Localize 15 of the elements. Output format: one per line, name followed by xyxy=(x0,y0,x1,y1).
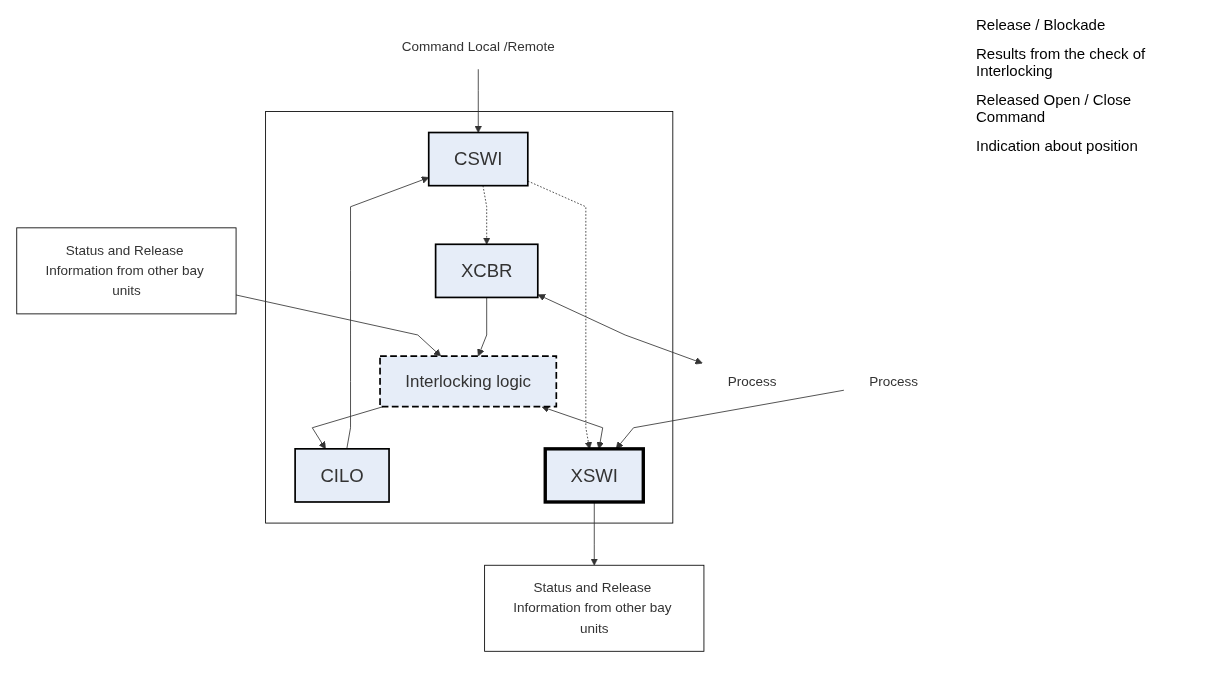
node-box: Status and Release Information from other bay units xyxy=(16,227,237,315)
node-text: Command Local /Remote xyxy=(401,38,555,54)
note-text: Release / Blockade xyxy=(976,16,1107,33)
node-box: XCBR xyxy=(434,243,539,299)
note-text: Results from the check of Interlocking xyxy=(976,45,1147,79)
node-box: XSWI xyxy=(543,447,645,504)
node-text: Process xyxy=(727,373,777,389)
node-box: Status and Release Information from other bay units xyxy=(484,564,705,652)
node-box: CILO xyxy=(294,448,390,503)
node-box: CSWI xyxy=(427,131,529,187)
node-text: Process xyxy=(869,373,918,389)
note-text: Indication about position xyxy=(976,137,1139,154)
note-text: Released Open / Close Command xyxy=(976,91,1133,125)
node-box: Interlocking logic xyxy=(379,355,558,408)
cluster xyxy=(265,111,674,524)
